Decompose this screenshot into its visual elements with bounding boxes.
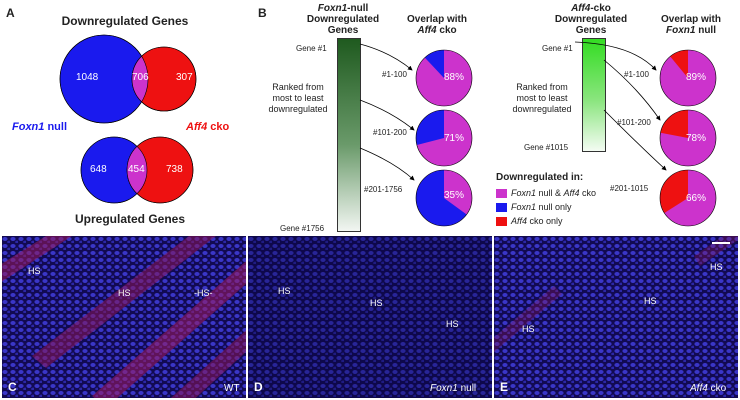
pie-range-foxn1-2: #101-200 <box>373 128 407 137</box>
venn-down-overlap-count: 706 <box>132 72 149 83</box>
pie-left-1-other-slice <box>416 110 444 145</box>
foxn1-null-label: Foxn1 null <box>12 121 68 133</box>
up-genes-title: Upregulated Genes <box>74 212 186 226</box>
overlap-aff4-title: Overlap with Aff4 cko <box>406 14 467 36</box>
legend-swatch-foxn1 <box>496 203 507 212</box>
hs-label: HS <box>278 286 291 296</box>
hs-label: HS <box>118 288 131 298</box>
venn-down-left-count: 1048 <box>76 72 99 83</box>
arrow-aff4-1 <box>574 41 657 71</box>
micrograph-e: E Aff4 cko HS HS HS HS <box>494 236 738 398</box>
aff4-rank-gradient-bar <box>582 38 606 152</box>
hs-label: HS <box>644 296 657 306</box>
hs-label: HS <box>522 324 535 334</box>
arrow-foxn1-2 <box>359 99 415 131</box>
micrograph-c-caption: WT <box>224 383 240 394</box>
micrograph-e-letter: E <box>500 380 509 394</box>
aff4-down-title: Aff4-cko Downregulated Genes <box>554 3 628 36</box>
venn-up-left-count: 648 <box>90 164 107 175</box>
micrograph-e-image <box>494 236 738 398</box>
pie-right-0-outline <box>659 49 717 107</box>
pie-right-2-other-slice <box>660 170 688 214</box>
micrograph-c: C WT HS HS -HS- <box>2 236 246 398</box>
pie-right-2-outline <box>659 169 717 227</box>
aff4-rank-text: Ranked from most to least downregulated <box>512 82 572 114</box>
pie-left-0-outline <box>415 49 473 107</box>
pie-label-foxn1-2: 71% <box>444 133 465 144</box>
hs-label: HS <box>28 266 41 276</box>
pie-right-1-outline <box>659 109 717 167</box>
pie-label-aff4-1: 89% <box>686 72 707 83</box>
venn-up-overlap-count: 454 <box>128 164 145 175</box>
micrograph-d-image <box>248 236 492 398</box>
micrograph-d: D Foxn1 null HS HS HS <box>248 236 492 398</box>
panel-b-letter: B <box>258 6 267 20</box>
pie-range-foxn1-3: #201-1756 <box>364 185 403 194</box>
hs-label: HS <box>446 319 459 329</box>
arrow-aff4-3 <box>603 109 667 171</box>
legend-swatch-aff4 <box>496 217 507 226</box>
scale-bar <box>712 242 730 244</box>
pie-range-aff4-3: #201-1015 <box>610 184 649 193</box>
pie-left-1-outline <box>415 109 473 167</box>
pie-range-foxn1-1: #1-100 <box>382 70 407 79</box>
foxn1-down-title: Foxn1-null Downregulated Genes <box>306 3 380 36</box>
aff4-gene-bottom: Gene #1015 <box>524 143 569 152</box>
legend-item-aff4: Aff4 cko only <box>511 216 563 226</box>
overlap-pie-charts <box>359 41 717 227</box>
pie-right-1-other-slice <box>660 110 688 138</box>
micrograph-e-caption: Aff4 cko <box>690 383 727 394</box>
pie-range-aff4-2: #101-200 <box>617 118 651 127</box>
legend-item-foxn1: Foxn1 null only <box>511 202 572 212</box>
pie-label-foxn1-1: 88% <box>444 72 465 83</box>
foxn1-rank-gradient-bar <box>337 38 361 232</box>
pie-label-aff4-2: 78% <box>686 133 707 144</box>
pie-range-aff4-1: #1-100 <box>624 70 649 79</box>
legend-title: Downregulated in: <box>496 172 584 183</box>
pie-label-foxn1-3: 35% <box>444 190 465 201</box>
hs-label: HS <box>370 298 383 308</box>
pie-right-0-other-slice <box>670 50 688 78</box>
venn-diagrams <box>59 34 197 204</box>
pie-left-2-other-slice <box>416 170 467 226</box>
foxn1-gene-top: Gene #1 <box>296 44 327 53</box>
venn-down-right-count: 307 <box>176 72 193 83</box>
foxn1-rank-text: Ranked from most to least downregulated <box>268 82 328 114</box>
overlap-foxn1-title: Overlap with Foxn1 null <box>660 14 721 36</box>
hs-label: -HS- <box>194 288 213 298</box>
micrograph-d-caption: Foxn1 null <box>430 383 477 394</box>
pie-label-aff4-3: 66% <box>686 193 707 204</box>
micrograph-c-image <box>2 236 246 398</box>
venn-up-right-count: 738 <box>166 164 183 175</box>
arrow-foxn1-1 <box>359 43 413 71</box>
pie-left-2-outline <box>415 169 473 227</box>
pie-left-0-other-slice <box>424 50 444 78</box>
arrow-foxn1-3 <box>359 147 415 181</box>
legend-swatch-both <box>496 189 507 198</box>
foxn1-gene-bottom: Gene #1756 <box>280 224 325 233</box>
micrograph-d-letter: D <box>254 380 263 394</box>
micrograph-c-letter: C <box>8 380 17 394</box>
panel-a-letter: A <box>6 6 15 20</box>
aff4-gene-top: Gene #1 <box>542 44 573 53</box>
arrow-aff4-2 <box>603 59 661 121</box>
hs-label: HS <box>710 262 723 272</box>
down-genes-title: Downregulated Genes <box>61 14 189 28</box>
aff4-cko-label: Aff4 cko <box>186 121 230 133</box>
legend-item-both: Foxn1 null & Aff4 cko <box>511 188 597 198</box>
